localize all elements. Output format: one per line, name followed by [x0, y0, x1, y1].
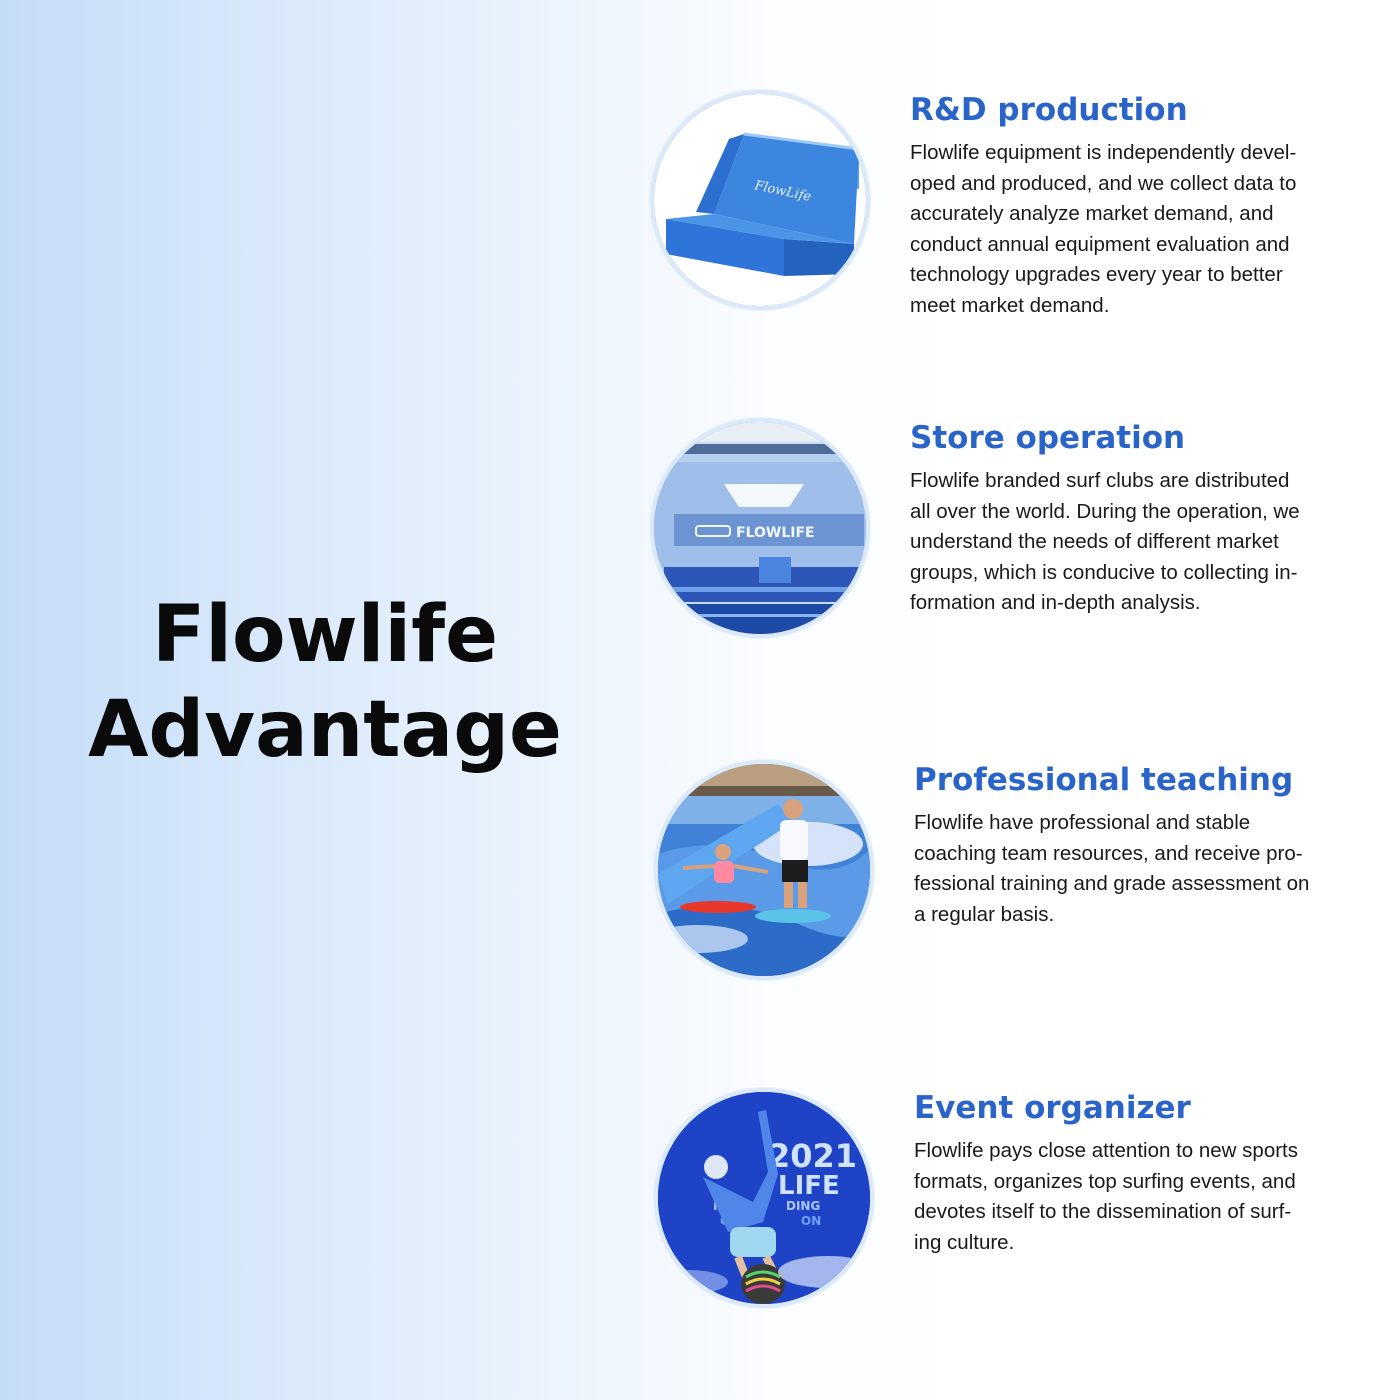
- banner-text: 2021: [768, 1137, 857, 1175]
- surf-coaching-icon: [658, 764, 870, 976]
- desc-line: understand the needs of different market: [910, 530, 1279, 553]
- desc-line: ing culture.: [914, 1230, 1015, 1254]
- feature-title: Event organizer: [914, 1090, 1191, 1126]
- desc-line: Flowlife pays close attention to new spo…: [914, 1139, 1298, 1162]
- desc-line: all over the world. During the operation…: [910, 499, 1300, 523]
- wave-pool-equipment-icon: FlowLife: [654, 94, 866, 306]
- heading-line-2: Advantage: [88, 685, 562, 775]
- desc-line: technology upgrades every year to better: [910, 263, 1283, 286]
- feature-description: Flowlife equipment is independently deve…: [910, 138, 1330, 321]
- feature-event-organizer: 2021 LIFE FLO DING CO ON Event organizer…: [650, 1088, 1350, 1308]
- surf-coaching-photo: [654, 760, 874, 980]
- feature-description: Flowlife pays close attention to new spo…: [914, 1136, 1334, 1258]
- store-front-photo: FLOWLIFE: [650, 418, 870, 638]
- desc-line: devotes itself to the dissemination of s…: [914, 1200, 1292, 1223]
- banner-text: ON: [801, 1214, 821, 1228]
- heading-line-1: Flowlife: [152, 590, 498, 680]
- store-front-icon: FLOWLIFE: [654, 422, 866, 634]
- feature-professional-teaching: Professional teaching Flowlife have prof…: [650, 760, 1350, 980]
- desc-line: fessional training and grade assessment …: [914, 872, 1310, 895]
- desc-line: coaching team resources, and receive pro…: [914, 841, 1303, 865]
- desc-line: formation and in-depth analysis.: [910, 591, 1201, 614]
- store-logo-text: FLOWLIFE: [736, 525, 815, 541]
- feature-title: R&D production: [910, 92, 1188, 128]
- desc-line: formats, organizes top surfing events, a…: [914, 1169, 1296, 1193]
- desc-line: Flowlife branded surf clubs are distribu…: [910, 469, 1290, 492]
- desc-line: accurately analyze market demand, and: [910, 202, 1274, 225]
- banner-text: DING: [786, 1199, 820, 1213]
- feature-store-operation: FLOWLIFE Store operation Flowlife brande…: [650, 418, 1350, 638]
- wave-pool-equipment-photo: FlowLife: [650, 90, 870, 310]
- desc-line: oped and produced, and we collect data t…: [910, 171, 1297, 195]
- page-heading: Flowlife Advantage: [60, 588, 590, 778]
- feature-title: Professional teaching: [914, 762, 1294, 798]
- desc-line: Flowlife equipment is independently deve…: [910, 141, 1297, 164]
- desc-line: conduct annual equipment evaluation and: [910, 232, 1290, 256]
- desc-line: meet market demand.: [910, 293, 1110, 317]
- feature-description: Flowlife have professional and stable co…: [914, 808, 1334, 930]
- surf-event-photo: 2021 LIFE FLO DING CO ON: [654, 1088, 874, 1308]
- feature-rd-production: FlowLife R&D production Flowlife equipme…: [650, 90, 1350, 317]
- banner-text: LIFE: [778, 1171, 840, 1201]
- feature-title: Store operation: [910, 420, 1186, 456]
- surf-event-icon: 2021 LIFE FLO DING CO ON: [658, 1092, 870, 1304]
- desc-line: groups, which is conducive to collecting…: [910, 560, 1298, 584]
- feature-description: Flowlife branded surf clubs are distribu…: [910, 466, 1330, 619]
- desc-line: Flowlife have professional and stable: [914, 811, 1251, 834]
- desc-line: a regular basis.: [914, 902, 1055, 926]
